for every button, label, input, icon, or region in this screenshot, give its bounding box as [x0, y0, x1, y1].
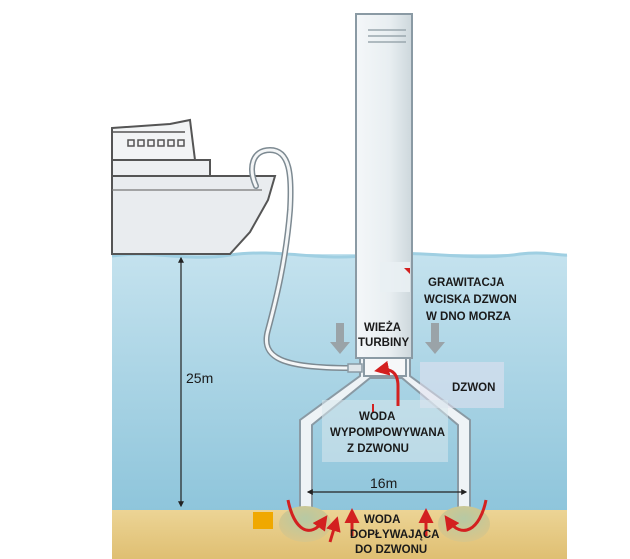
gravity-line-3: W DNO MORZA	[426, 311, 511, 323]
tower-line-2: TURBINY	[358, 337, 409, 349]
gravity-line-2: WCISKA DZWON	[424, 294, 517, 306]
label-bg-water-out	[322, 400, 448, 462]
depth-label: 25m	[186, 370, 213, 386]
gravity-line-1: GRAWITACJA	[428, 277, 504, 289]
bell-label: DZWON	[452, 382, 495, 394]
turbine-tower	[355, 13, 413, 359]
ship	[111, 118, 277, 255]
water-out-line-2: WYPOMPOWYWANA	[330, 427, 445, 439]
gravity-label: GRAWITACJA WCISKA DZWON W DNO MORZA	[424, 277, 517, 323]
water-out-line-3: Z DZWONU	[347, 443, 409, 455]
width-dimension: 16m	[306, 475, 468, 495]
tower-line-1: WIEŻA	[364, 321, 401, 334]
seabed-hole-right	[438, 506, 490, 542]
water-in-label: WODA DOPŁYWAJĄCA DO DZWONU	[350, 514, 439, 556]
water-in-line-1: WODA	[364, 514, 400, 526]
water-out-label: WODA WYPOMPOWYWANA Z DZWONU	[330, 411, 445, 455]
depth-dimension: 25m	[178, 256, 213, 508]
water-out-line-1: WODA	[359, 411, 395, 423]
accent-block	[253, 512, 273, 529]
gravity-arrows	[330, 323, 445, 354]
water-in-line-2: DOPŁYWAJĄCA	[350, 529, 439, 541]
seabed	[112, 510, 567, 559]
water-in-line-3: DO DZWONU	[355, 544, 427, 556]
width-label: 16m	[370, 475, 397, 491]
seabed-hole-left	[279, 506, 331, 542]
water-flow-arrows	[286, 360, 488, 543]
tower-label: WIEŻA TURBINY	[358, 321, 409, 349]
